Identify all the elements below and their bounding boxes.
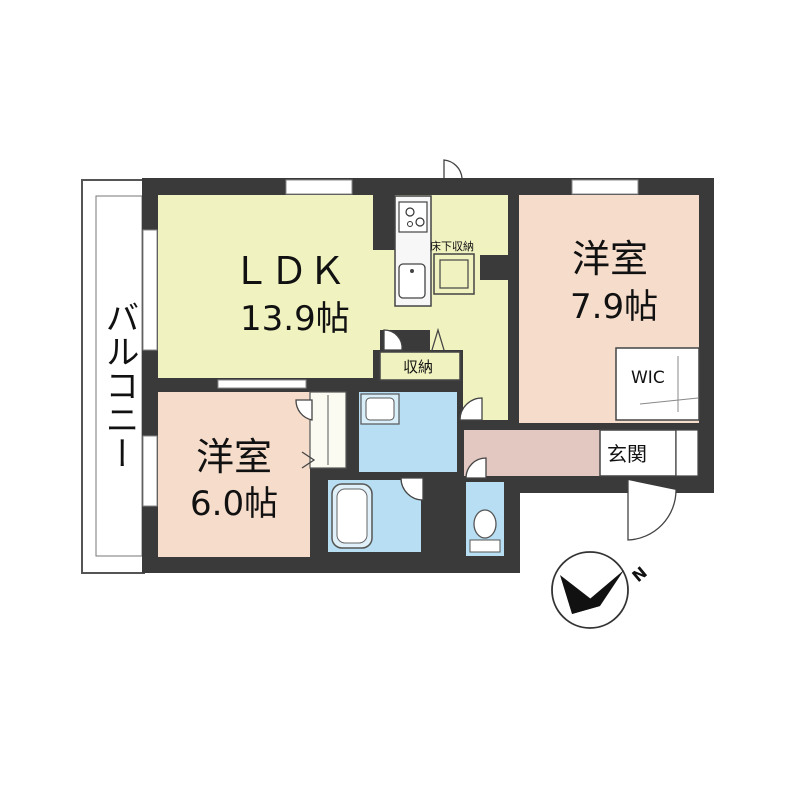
entrance [599, 429, 699, 477]
compass-north-label: N [628, 563, 650, 586]
ldk-name: ＬＤＫ [232, 249, 346, 293]
kitchen-counter [394, 195, 432, 307]
sink-icon [398, 263, 426, 299]
walk-in-closet [615, 347, 700, 421]
hallway [464, 430, 600, 476]
compass [551, 551, 629, 629]
entrance-label: 玄関 [607, 442, 647, 466]
bathroom [328, 480, 421, 552]
west-room-name: 洋室 [196, 435, 272, 479]
ldk-size: 13.9帖 [240, 299, 350, 339]
washroom [359, 392, 457, 472]
east-room-name: 洋室 [572, 237, 648, 281]
east-room-size: 7.9帖 [570, 287, 658, 327]
storage-closet [379, 351, 461, 381]
balcony [81, 179, 145, 574]
underfloor-storage [433, 253, 475, 295]
west-room-size: 6.0帖 [190, 484, 278, 524]
doors [295, 159, 677, 541]
stove-burner-icon [415, 217, 425, 227]
storage-label: 収納 [403, 358, 433, 376]
toilet-icon [473, 509, 497, 539]
underfloor-storage-label: 床下収納 [430, 239, 474, 253]
room-west-bedroom [158, 391, 347, 557]
toilet-room [466, 482, 504, 556]
wic-label: WIC [631, 368, 665, 388]
balcony-label: バルコニー [99, 300, 139, 470]
windows [142, 179, 639, 507]
stove-burner-icon [405, 207, 415, 217]
